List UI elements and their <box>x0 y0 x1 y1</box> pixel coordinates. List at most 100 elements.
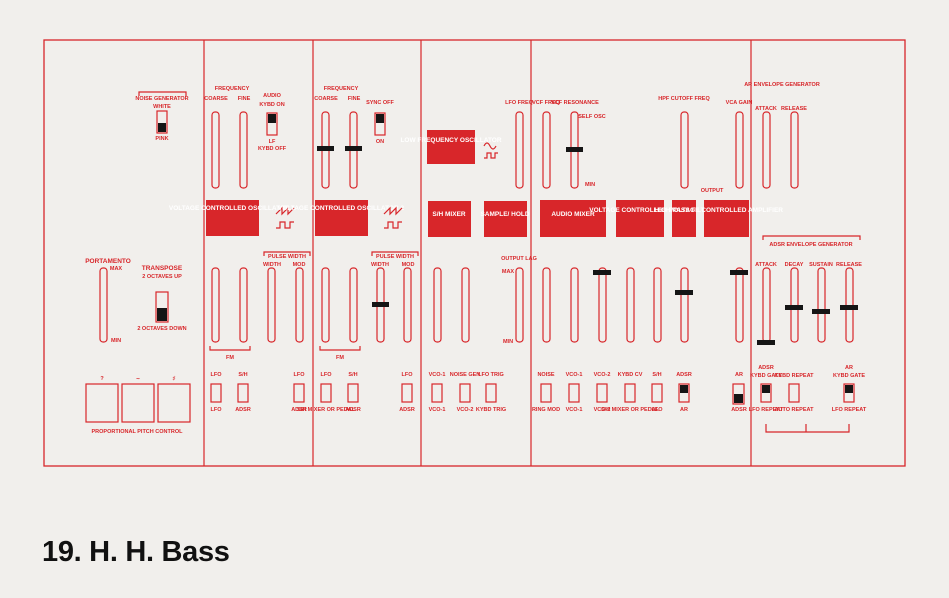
vca-env-switch[interactable] <box>732 383 745 405</box>
vcf-resonance-knob[interactable] <box>566 147 583 152</box>
sh-src1-label: VCO-1 <box>429 372 446 378</box>
vco1-mod2-switch[interactable] <box>237 383 249 403</box>
hpf-cutoff-slider[interactable] <box>680 111 689 189</box>
noise-pink-label: PINK <box>155 136 168 142</box>
lfo-freq-label: LFO FREQ <box>505 100 534 106</box>
adsr-release-knob[interactable] <box>840 305 858 310</box>
vcf-sh-slider[interactable] <box>653 267 662 343</box>
pitch-pad-middle[interactable] <box>121 383 155 423</box>
vcf-adsr-slider[interactable] <box>680 267 689 343</box>
vco1-mod-label: MOD <box>293 262 306 268</box>
ar-lfo-repeat-label: LFO REPEAT <box>832 407 867 413</box>
vco2-coarse-knob[interactable] <box>317 146 334 151</box>
vco1-coarse-slider[interactable] <box>211 111 220 189</box>
vco1-audio-switch[interactable] <box>266 112 278 136</box>
ar-attack-slider[interactable] <box>762 111 771 189</box>
sh-src2-slider[interactable] <box>461 267 470 343</box>
vcf-adsr-label: ADSR <box>676 372 692 378</box>
vcf-sh-switch[interactable] <box>651 383 663 403</box>
noise-switch[interactable] <box>156 110 168 134</box>
pitch-pad-left[interactable] <box>85 383 119 423</box>
vco1-pw-src-switch[interactable] <box>293 383 305 403</box>
sh-src1-switch[interactable] <box>431 383 443 403</box>
vco1-fm2-slider[interactable] <box>239 267 248 343</box>
mixer-vco1-alt-label: VCO-1 <box>566 407 583 413</box>
lfo-box-label: LOW FREQUENCY OSCILLATOR <box>400 137 501 144</box>
vcf-freq-slider[interactable] <box>542 111 551 189</box>
sh-src1-slider[interactable] <box>433 267 442 343</box>
adsr-decay-knob[interactable] <box>785 305 803 310</box>
vco2-mod2-switch[interactable] <box>347 383 359 403</box>
mixer-vco2-knob[interactable] <box>593 270 611 275</box>
vco1-audio-switch-knob[interactable] <box>268 114 276 123</box>
vca-box-label: VOLTAGE CONTROLLED AMPLIFIER <box>669 207 783 214</box>
vcf-section: VCF FREQ VCF RESONANCE SELF OSC MIN HPF … <box>532 96 714 413</box>
mixer-vco2-switch[interactable] <box>596 383 608 403</box>
sh-trig-switch[interactable] <box>485 383 497 403</box>
vcf-kybd-switch[interactable] <box>624 383 636 403</box>
transpose-switch[interactable] <box>155 291 169 323</box>
ar-gate-switch[interactable] <box>843 383 855 403</box>
mixer-vco2-alt-label: VCO-2 <box>594 407 611 413</box>
adsr-gate-switch[interactable] <box>760 383 772 403</box>
vcf-adsr-alt-label: AR <box>680 407 688 413</box>
portamento-slider[interactable] <box>99 267 108 343</box>
vco1-fm1-slider[interactable] <box>211 267 220 343</box>
pitch-control-label: PROPORTIONAL PITCH CONTROL <box>92 429 184 435</box>
sh-src2-switch[interactable] <box>459 383 471 403</box>
vco2-box-label: VOLTAGE CONTROLLED OSCILLATOR 2 <box>278 205 405 212</box>
vco2-fine-knob[interactable] <box>345 146 362 151</box>
proportional-pitch-control: ? ~ ♯ PROPORTIONAL PITCH CONTROL <box>85 376 191 435</box>
vco2-sync-switch[interactable] <box>374 112 386 136</box>
mixer-vco1-switch[interactable] <box>568 383 580 403</box>
vco2-mod1-label: LFO <box>321 372 333 378</box>
adsr-attack-knob[interactable] <box>757 340 775 345</box>
repeat-switch[interactable] <box>788 383 800 403</box>
vco1-mod1-switch[interactable] <box>210 383 222 403</box>
vco2-pw-src-switch[interactable] <box>401 383 413 403</box>
square-wave-icon <box>276 221 294 229</box>
output-lag-slider[interactable] <box>515 267 524 343</box>
mixer-vco1-slider[interactable] <box>570 267 579 343</box>
lfo-section: LOW FREQUENCY OSCILLATOR LFO FREQ S/H MI… <box>400 100 536 413</box>
ar-release-slider[interactable] <box>790 111 799 189</box>
adsr-sustain-label: SUSTAIN <box>809 262 833 268</box>
audio-mixer-box <box>540 200 606 237</box>
vco2-fm1-slider[interactable] <box>321 267 330 343</box>
vco1-box <box>206 200 259 236</box>
mixer-vco2-slider[interactable] <box>598 267 607 343</box>
vco1-mod-slider[interactable] <box>295 267 304 343</box>
vco2-fm2-slider[interactable] <box>349 267 358 343</box>
vcf-adsr-switch-knob[interactable] <box>680 385 688 393</box>
vca-level-knob[interactable] <box>730 270 748 275</box>
pitch-pad-right[interactable] <box>157 383 191 423</box>
vcf-kybd-slider[interactable] <box>626 267 635 343</box>
adsr-sustain-slider[interactable] <box>817 267 826 343</box>
adsr-gate-switch-knob[interactable] <box>762 385 770 393</box>
pitch-pad-left-label: ? <box>100 376 104 382</box>
vco2-sync-switch-knob[interactable] <box>376 114 384 123</box>
vco1-fine-slider[interactable] <box>239 111 248 189</box>
vca-env-switch-knob[interactable] <box>734 394 743 403</box>
vcf-adsr-switch[interactable] <box>678 383 690 403</box>
vcf-kybd-label: KYBD CV <box>618 372 643 378</box>
adsr-sustain-knob[interactable] <box>812 309 830 314</box>
vca-level-slider[interactable] <box>735 267 744 343</box>
mixer-noise-switch[interactable] <box>540 383 552 403</box>
vco1-audio-label: AUDIO <box>263 93 281 99</box>
vco1-width-slider[interactable] <box>267 267 276 343</box>
noise-switch-knob[interactable] <box>158 123 166 132</box>
vcf-adsr-knob[interactable] <box>675 290 693 295</box>
vco2-mod-slider[interactable] <box>403 267 412 343</box>
vco1-pw-src-alt-label: ADSR <box>291 407 307 413</box>
vco1-section: FREQUENCY COARSE FINE AUDIO KYBD ON LF K… <box>169 86 311 413</box>
transpose-switch-knob[interactable] <box>157 308 167 321</box>
adsr-attack-slider[interactable] <box>762 267 771 343</box>
ar-gate-switch-knob[interactable] <box>845 385 853 393</box>
vca-gain-slider[interactable] <box>735 111 744 189</box>
lfo-freq-slider[interactable] <box>515 111 524 189</box>
vco2-width-knob[interactable] <box>372 302 389 307</box>
vco2-mod1-switch[interactable] <box>320 383 332 403</box>
mixer-noise-slider[interactable] <box>542 267 551 343</box>
sawtooth-icon <box>383 206 403 216</box>
